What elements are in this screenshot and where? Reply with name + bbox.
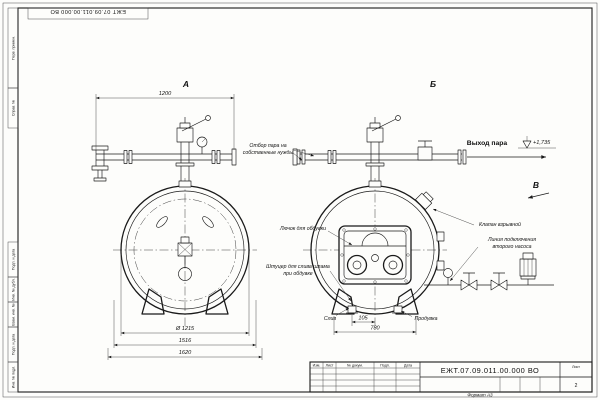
top-stamp-text: ЕЖТ 07.09.011.00.000 ВО [50,8,126,14]
view-a-label: А [182,79,189,89]
explosion-valve-label: Клапан взрывной [479,221,521,228]
blowoff-hatch-label: Лючок для обдувки [279,226,326,232]
pipe-valve [490,272,508,291]
sludge-label: при обдувке [283,271,312,277]
panel-bolts [340,227,410,284]
blowdown-fitting [392,305,404,314]
pump-line-label: второго насоса [492,244,531,250]
pump-line-label: Линия подключения [487,237,536,243]
annotations: Выход пара Отбор пара на собственные нуж… [243,140,536,322]
view-a: 1200 Ø 1215 1516 1620 А [91,79,263,360]
safety-valve-assembly-a [91,115,237,182]
own-needs-label: Отбор пара на [249,143,286,149]
sheet-value: 2 [575,383,578,389]
dim-diameter: Ø 1215 [175,326,195,332]
view-v-label: В [533,180,539,190]
explosion-valve [415,191,434,210]
dim-105: 105 [358,316,368,322]
margin-label: Перв. примен. [12,36,16,60]
center-fitting [177,236,193,281]
margin-label: Подп. и дата [12,249,16,270]
col-data: Дата [404,364,412,368]
own-needs-label: собственные нужды [243,150,294,156]
pressure-gauge [196,136,208,154]
top-nozzle [368,180,382,188]
view-b-label: Б [430,79,436,89]
safety-valve [366,115,401,143]
doc-number: ЕЖТ.07.09.011.00.000 ВО [441,366,540,375]
blowdown-label: Продувка [415,316,438,322]
top-stamp: ЕЖТ 07.09.011.00.000 ВО [27,7,149,20]
margin-label: Справ. № [12,100,16,116]
dimensions-view-a: 1200 Ø 1215 1516 1620 [95,91,263,360]
col-dokum: № докум. [347,364,363,368]
support-legs [141,288,229,315]
door-hinge [436,260,445,271]
dim-1620: 1620 [179,350,192,356]
margin-label: Инв. № подл. [12,366,16,388]
format-label: Формат А3 [467,393,493,398]
view-v-arrow: В [527,180,550,199]
level-mark: +1,735 [518,136,556,149]
dimensions-view-b: 105 780 [333,315,417,335]
sludge-label: Штуцер для слива шлама [266,264,330,270]
dim-780: 780 [370,326,380,332]
col-podp: Подп. [380,364,390,368]
feed-pump [519,252,537,285]
col-izm: Изм. [313,364,321,368]
furnace-door-panel [338,225,412,285]
pipe-pressure-gauge [443,268,453,285]
level-value: +1,735 [533,140,551,146]
margin-label: Инв. № дубл. [12,278,16,300]
shutoff-valve [417,140,433,161]
door-hinge [436,231,445,242]
title-block: Изм. Лист № докум. Подп. Дата ЕЖТ.07.09.… [309,361,593,393]
margin-label: Подп. и дата [12,334,16,355]
pump-piping [424,252,554,291]
sheet-label: Лист [572,365,580,369]
dim-1200: 1200 [159,91,172,97]
steam-outlet-label: Выход пара [467,140,508,147]
left-margin-labels: Перв. примен. Справ. № Подп. и дата Инв.… [7,7,19,393]
margin-label: Взам. инв. № [12,303,16,325]
col-list: Лист [326,364,334,368]
lifting-lug [202,216,214,228]
drain-label: Слив [324,316,337,322]
lifting-lug [156,216,168,228]
support-legs [331,288,419,315]
dim-1516: 1516 [179,338,192,344]
safety-valve [176,115,211,143]
drain-fitting [346,305,358,314]
pipe-valve [460,272,478,291]
top-nozzle [178,180,192,188]
